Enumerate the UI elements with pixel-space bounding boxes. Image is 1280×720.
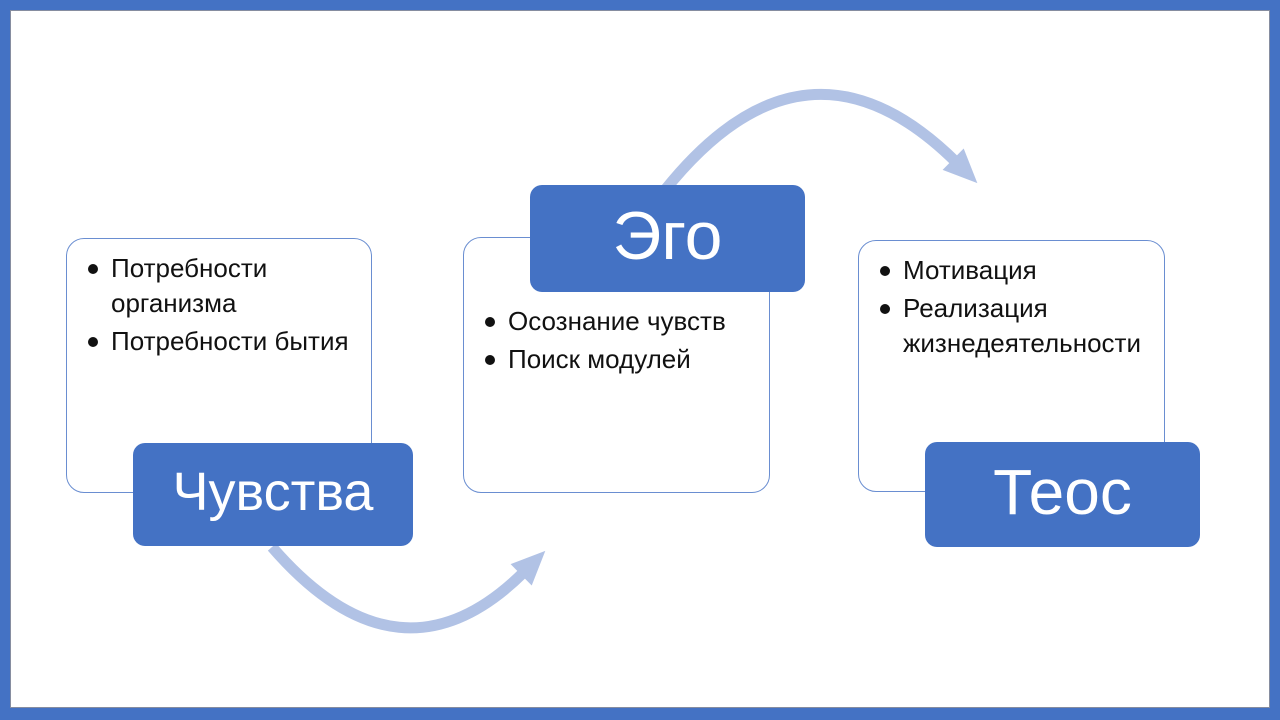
- chuvstva-title-box: Чувства: [133, 443, 413, 546]
- teos-bullet-list: Мотивация Реализация жизнедеятельности: [859, 241, 1164, 361]
- title-label: Чувства: [172, 461, 374, 522]
- bullet-icon: [88, 264, 98, 274]
- list-item: Реализация жизнедеятельности: [871, 291, 1148, 361]
- bullet-icon: [485, 355, 495, 365]
- bullet-text: Реализация жизнедеятельности: [903, 293, 1141, 358]
- list-item: Осознание чувств: [476, 304, 753, 339]
- list-item: Потребности организма: [79, 251, 355, 321]
- chuvstva-bullet-list: Потребности организма Потребности бытия: [67, 239, 371, 359]
- title-label: Теос: [993, 455, 1132, 528]
- teos-title-box: Теос: [925, 442, 1200, 547]
- title-label: Эго: [612, 197, 723, 274]
- list-item: Мотивация: [871, 253, 1148, 288]
- bullet-icon: [880, 304, 890, 314]
- bullet-icon: [880, 266, 890, 276]
- bullet-icon: [485, 317, 495, 327]
- bullet-text: Потребности бытия: [111, 326, 349, 356]
- list-item: Поиск модулей: [476, 342, 753, 377]
- bullet-text: Осознание чувств: [508, 306, 726, 336]
- bullet-text: Мотивация: [903, 255, 1037, 285]
- list-item: Потребности бытия: [79, 324, 355, 359]
- ego-title-box: Эго: [530, 185, 805, 292]
- bullet-icon: [88, 337, 98, 347]
- bullet-text: Поиск модулей: [508, 344, 691, 374]
- bullet-text: Потребности организма: [111, 253, 268, 318]
- ego-bullet-list: Осознание чувств Поиск модулей: [464, 238, 769, 377]
